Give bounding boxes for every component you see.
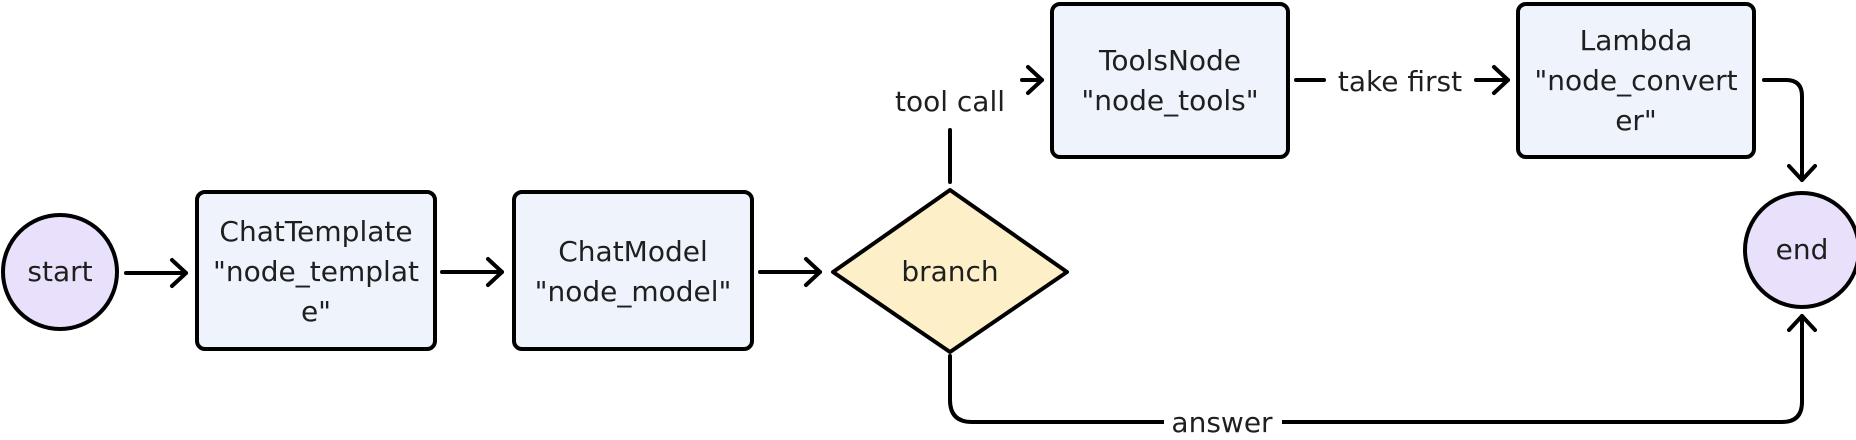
node-end: end — [1743, 191, 1856, 309]
node-start: start — [1, 213, 119, 331]
node-chat-model-line1: ChatModel — [558, 235, 708, 268]
node-chat-model-line2: "node_model" — [535, 275, 732, 308]
node-converter: Lambda "node_convert er" — [1516, 2, 1756, 159]
edge-label-tool-call: tool call — [895, 85, 1005, 118]
node-tools-line2: "node_tools" — [1081, 84, 1258, 117]
node-chat-template-line1: ChatTemplate — [219, 215, 412, 248]
node-tools-line1: ToolsNode — [1098, 44, 1241, 77]
node-tools: ToolsNode "node_tools" — [1050, 2, 1290, 159]
node-start-label: start — [27, 255, 92, 288]
edge-template-to-model — [440, 257, 504, 287]
node-branch: branch — [831, 188, 1069, 354]
node-chat-model: ChatModel "node_model" — [512, 190, 754, 351]
edge-tools-to-converter — [1294, 65, 1510, 95]
node-chat-template: ChatTemplate "node_templat e" — [195, 190, 437, 351]
node-converter-line1: Lambda — [1580, 24, 1693, 57]
edge-branch-to-end — [948, 314, 1817, 440]
node-converter-line2: "node_convert — [1534, 64, 1737, 97]
edge-label-take-first: take first — [1338, 65, 1462, 98]
node-end-label: end — [1776, 233, 1829, 266]
edge-model-to-branch — [758, 257, 822, 287]
node-chat-template-line2: "node_templat — [213, 255, 419, 288]
edge-label-answer: answer — [1171, 406, 1273, 439]
node-chat-template-line3: e" — [301, 295, 331, 328]
edge-start-to-template — [124, 258, 188, 288]
node-converter-line3: er" — [1615, 104, 1657, 137]
node-branch-label: branch — [901, 255, 998, 288]
edge-converter-to-end — [1762, 78, 1817, 182]
edge-branch-to-tools — [948, 65, 1044, 184]
